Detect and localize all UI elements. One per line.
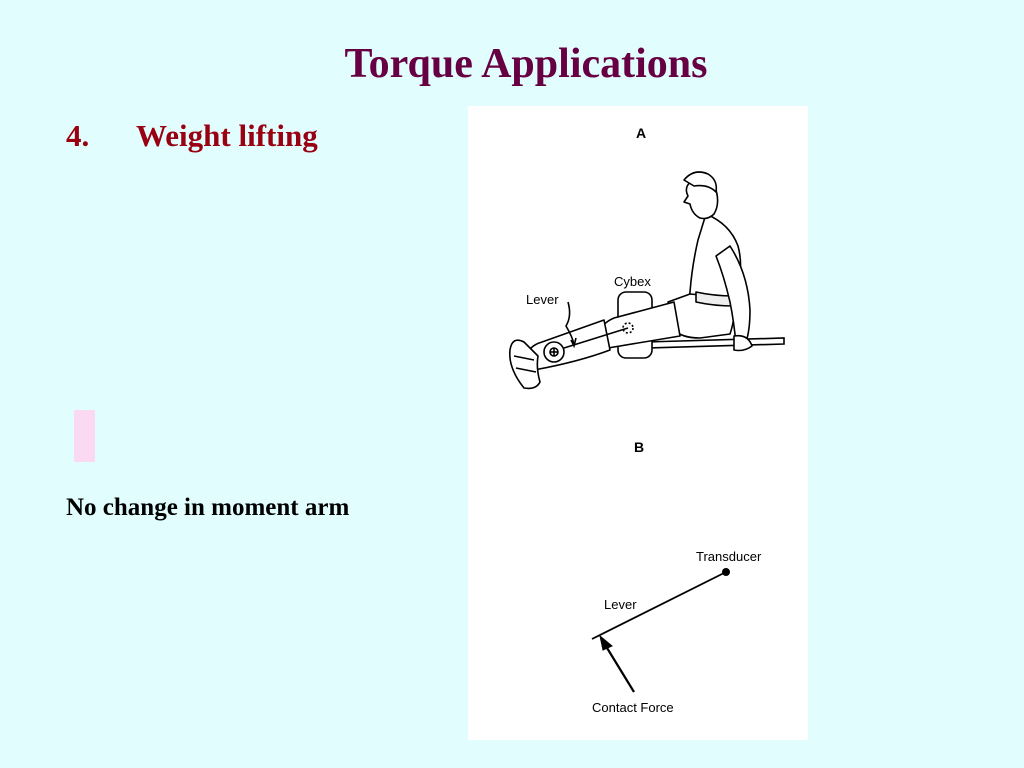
decorative-marker <box>74 410 95 462</box>
panel-a-label: A <box>636 125 646 141</box>
panel-b-lever-label: Lever <box>604 597 637 612</box>
lever-schematic-drawing <box>591 568 730 693</box>
list-item-weight-lifting: 4. Weight lifting <box>66 118 318 154</box>
torque-figure: A <box>468 106 808 740</box>
seated-person-drawing <box>508 171 753 390</box>
panel-b-label: B <box>634 439 644 455</box>
torque-figure-drawing: A <box>508 125 785 715</box>
panel-b-transducer-label: Transducer <box>696 549 762 564</box>
lever-attachment-drawing <box>543 301 629 363</box>
panel-b-contact-force-label: Contact Force <box>592 700 674 715</box>
moment-arm-note: No change in moment arm <box>66 494 350 521</box>
list-item-text: Weight lifting <box>136 118 318 153</box>
slide-title: Torque Applications <box>344 41 708 87</box>
panel-a-lever-label: Lever <box>526 292 559 307</box>
panel-a-cybex-label: Cybex <box>614 274 651 289</box>
list-item-number: 4. <box>66 118 90 153</box>
